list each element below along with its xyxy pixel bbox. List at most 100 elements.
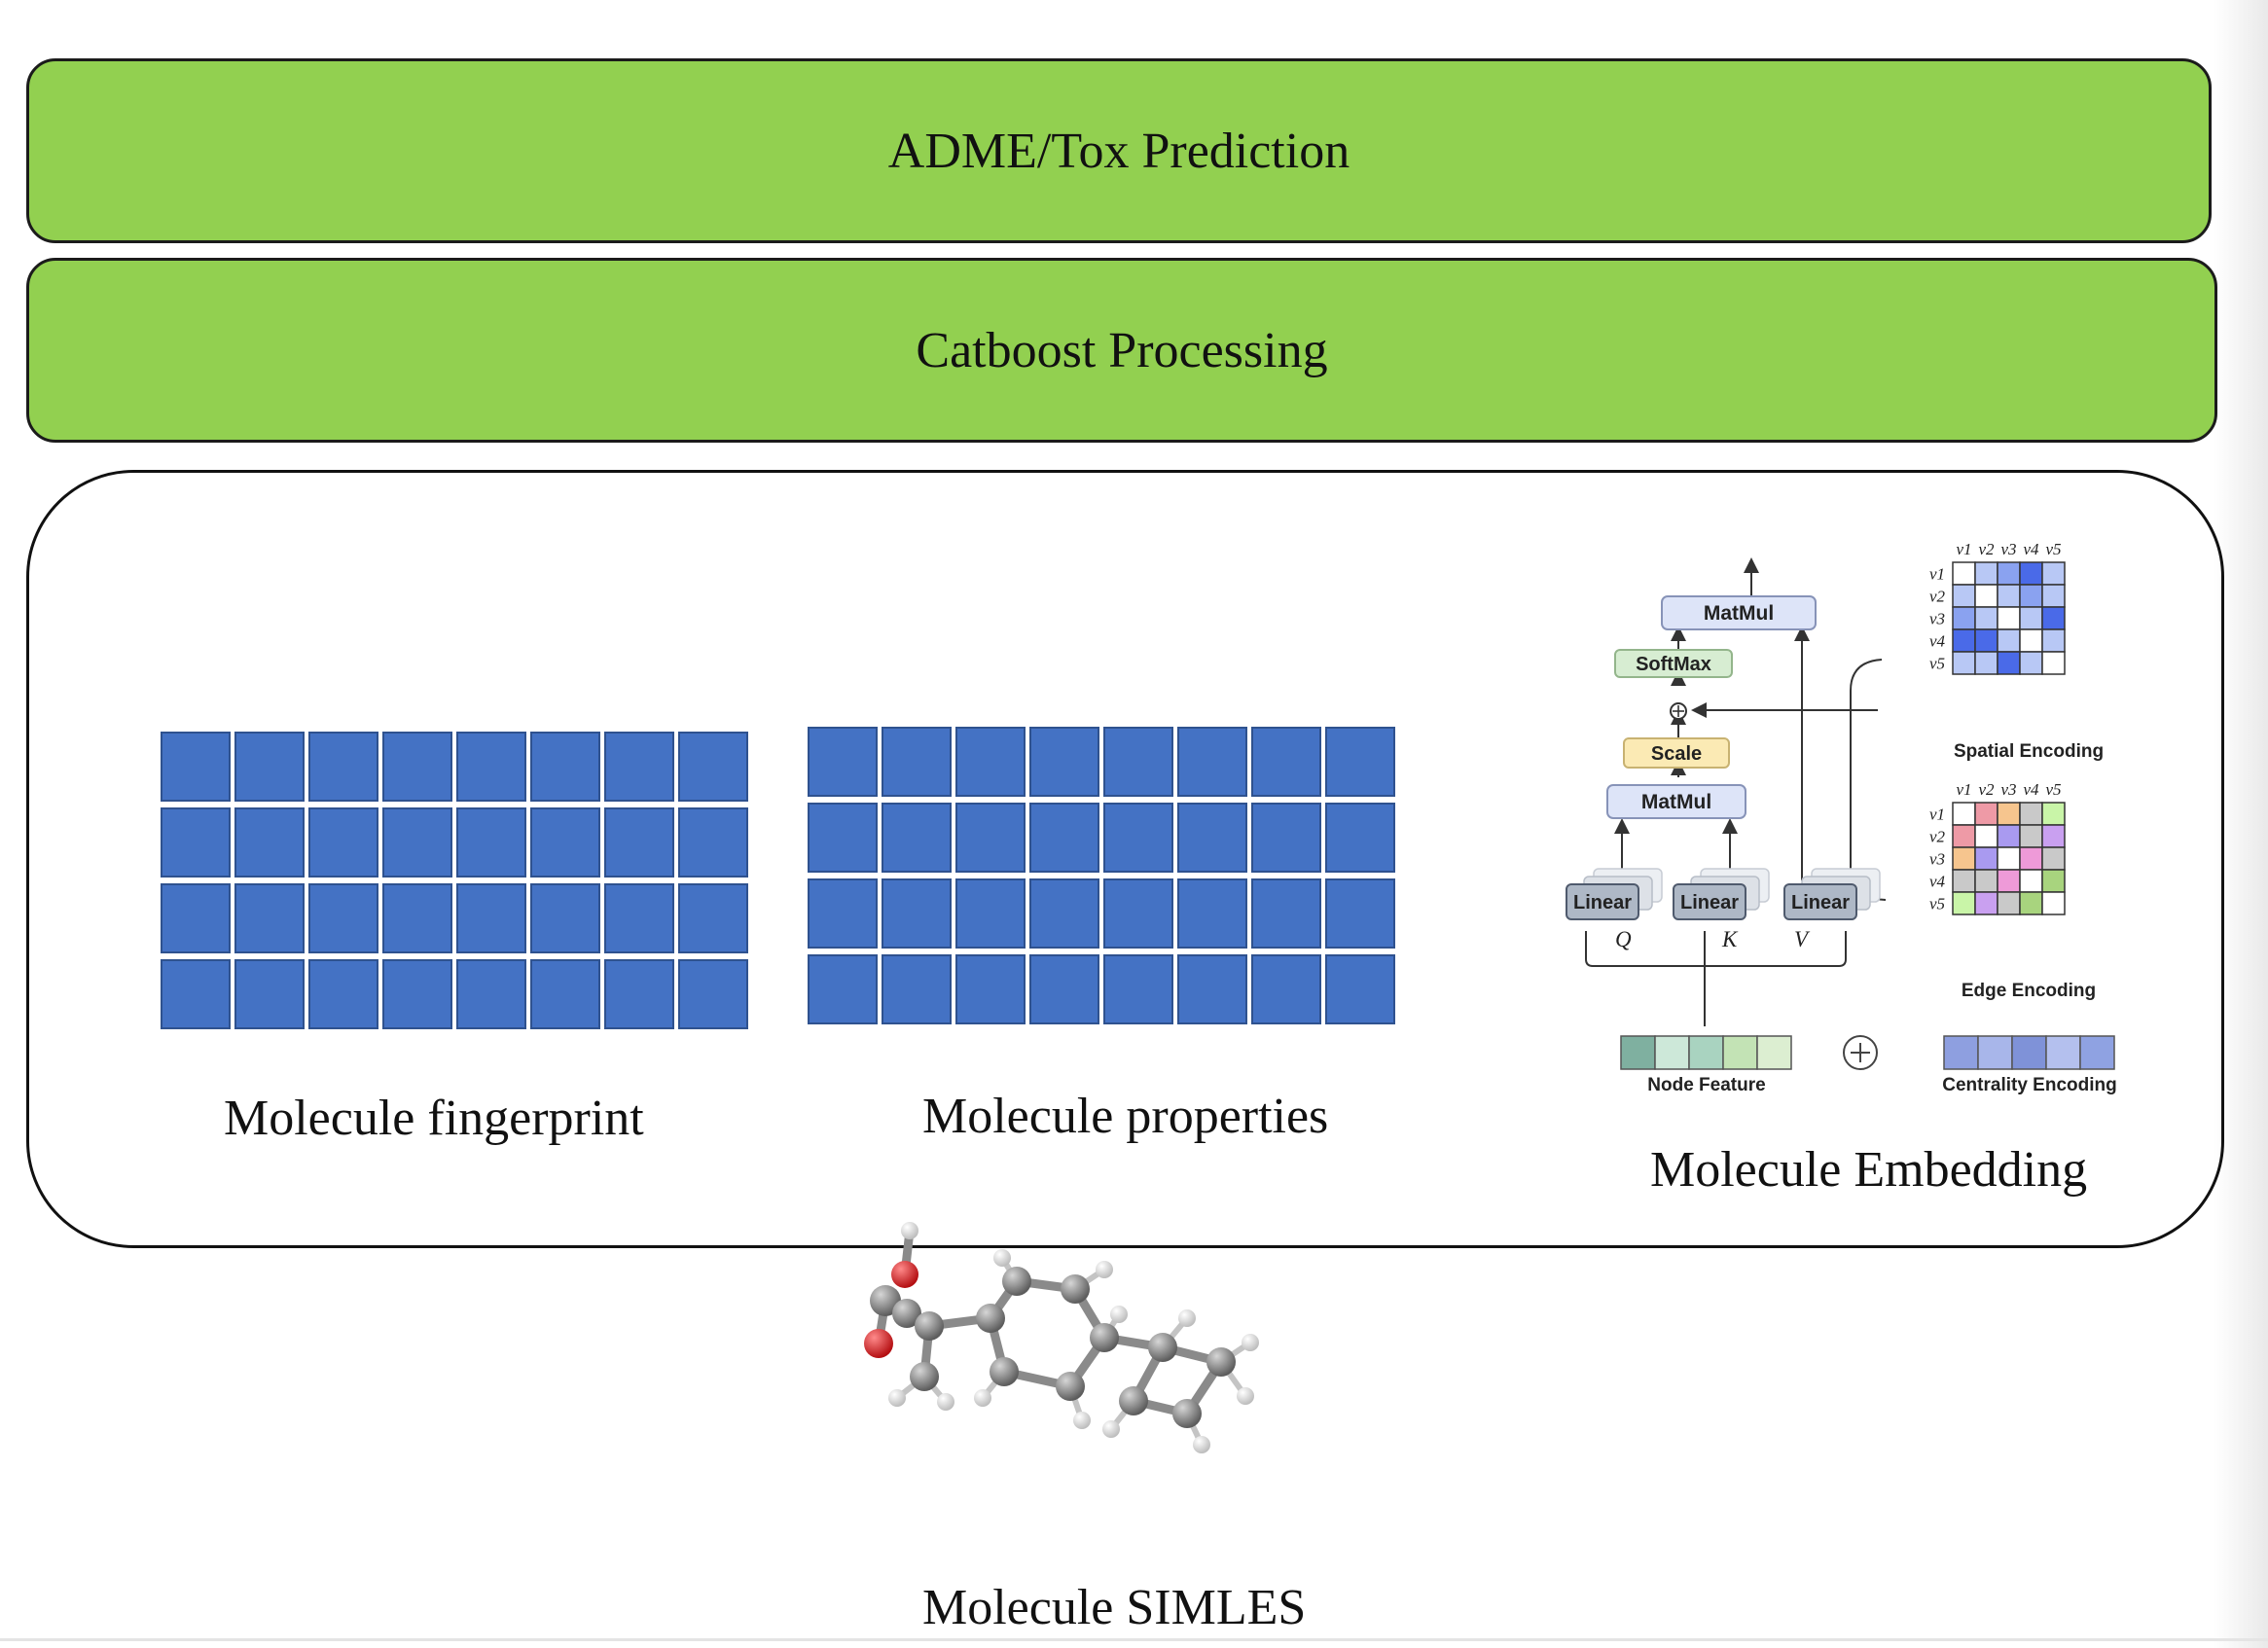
matrix-cell: [2019, 561, 2043, 586]
grid-cell: [161, 807, 231, 878]
matrix-cell: [2019, 802, 2043, 826]
matrix-cell: [1997, 561, 2021, 586]
grid-cell: [308, 883, 378, 953]
matrix-cell: [2019, 891, 2043, 915]
grid-cell: [678, 883, 748, 953]
linear-q-text: Linear: [1573, 892, 1632, 914]
matrix-cell: [1997, 628, 2021, 653]
grid-cell: [1177, 803, 1247, 873]
matrix-cell: [1974, 846, 1998, 871]
matrix-col-label: v1: [1956, 540, 1971, 558]
grid-cell: [1325, 803, 1395, 873]
matrix-col-label: v3: [2000, 780, 2016, 799]
matrix-row-label: v2: [1929, 588, 1946, 606]
grid-cell: [882, 954, 952, 1024]
grid-cell: [808, 878, 878, 949]
matmul-bottom-text: MatMul: [1641, 791, 1711, 813]
matrix-cell: [1952, 561, 1976, 586]
matrix-col-label: v5: [2045, 780, 2061, 799]
matrix-cell: [1952, 628, 1976, 653]
grid-cell: [604, 807, 674, 878]
grid-cell: [1177, 878, 1247, 949]
grid-cell: [530, 807, 600, 878]
node-feature-text: Node Feature: [1647, 1075, 1765, 1095]
grid-cell: [1251, 954, 1321, 1024]
matrix-cell: [2019, 628, 2043, 653]
matrix-cell: [1997, 802, 2021, 826]
grid-cell: [808, 803, 878, 873]
matrix-cell: [2041, 891, 2066, 915]
grid-cell: [955, 727, 1026, 797]
grid-cell: [456, 959, 526, 1029]
catboost-processing-label: Catboost Processing: [916, 322, 1328, 378]
matrix-cell: [2041, 869, 2066, 893]
matrix-row-label: v4: [1929, 873, 1946, 891]
grid-cell: [161, 883, 231, 953]
grid-cell: [604, 883, 674, 953]
matrix-cell: [2041, 628, 2066, 653]
matrix-cell: [1974, 802, 1998, 826]
grid-cell: [1251, 803, 1321, 873]
grid-cell: [882, 878, 952, 949]
grid-cell: [955, 878, 1026, 949]
grid-cell: [1177, 954, 1247, 1024]
matrix-cell: [1997, 651, 2021, 675]
matrix-row-label: v3: [1929, 850, 1945, 869]
matrix-cell: [1974, 869, 1998, 893]
grid-cell: [955, 954, 1026, 1024]
matrix-col-label: v3: [2000, 540, 2016, 558]
grid-cell: [161, 959, 231, 1029]
matrix-cell: [1997, 824, 2021, 848]
grid-cell: [1029, 954, 1099, 1024]
matrix-cell: [1974, 651, 1998, 675]
molecule-3d-model: [864, 1222, 1259, 1453]
matrix-col-label: v5: [2045, 540, 2061, 558]
matrix-cell: [1997, 846, 2021, 871]
grid-cell: [456, 807, 526, 878]
matrix-row-label: v3: [1929, 610, 1945, 628]
molecule-smiles-label: Molecule SIMLES: [922, 1580, 1307, 1635]
grid-cell: [1325, 878, 1395, 949]
matrix-cell: [2041, 561, 2066, 586]
grid-cell: [1029, 878, 1099, 949]
matrix-cell: [2041, 606, 2066, 630]
softmax-text: SoftMax: [1636, 654, 1711, 675]
matrix-cell: [1974, 891, 1998, 915]
matrix-cell: [2041, 651, 2066, 675]
grid-cell: [678, 959, 748, 1029]
matrix-cell: [2019, 584, 2043, 608]
adme-tox-prediction-bar: ADME/Tox Prediction: [26, 58, 2212, 243]
grid-cell: [1325, 954, 1395, 1024]
molecule-embedding-label: Molecule Embedding: [1650, 1142, 2088, 1198]
matrix-col-label: v2: [1978, 540, 1995, 558]
matrix-cell: [1997, 606, 2021, 630]
matrix-row-label: v2: [1929, 828, 1946, 846]
molecule-fingerprint-label: Molecule fingerprint: [224, 1091, 644, 1146]
grid-cell: [530, 732, 600, 802]
matrix-cell: [1974, 584, 1998, 608]
grid-cell: [1103, 803, 1173, 873]
grid-cell: [308, 959, 378, 1029]
grid-cell: [1103, 727, 1173, 797]
grid-cell: [1251, 727, 1321, 797]
matrix-cell: [1952, 802, 1976, 826]
grid-cell: [1029, 727, 1099, 797]
matrix-cell: [1952, 824, 1976, 848]
grid-cell: [604, 732, 674, 802]
matrix-cell: [1952, 846, 1976, 871]
grid-cell: [456, 732, 526, 802]
matrix-cell: [1997, 584, 2021, 608]
edge-encoding-text: Edge Encoding: [1962, 981, 2096, 1001]
adme-tox-prediction-label: ADME/Tox Prediction: [887, 123, 1350, 179]
grid-cell: [382, 807, 452, 878]
grid-cell: [1251, 878, 1321, 949]
centrality-encoding-text: Centrality Encoding: [1942, 1075, 2116, 1095]
matrix-cell: [1974, 561, 1998, 586]
matrix-cell: [1952, 584, 1976, 608]
attention-diagram: MatMul SoftMax Scale MatMul Linear Linea…: [1566, 540, 2117, 1095]
q-symbol: Q: [1615, 927, 1632, 951]
grid-cell: [308, 732, 378, 802]
matrix-cell: [2019, 606, 2043, 630]
grid-cell: [382, 883, 452, 953]
matrix-cell: [2041, 824, 2066, 848]
